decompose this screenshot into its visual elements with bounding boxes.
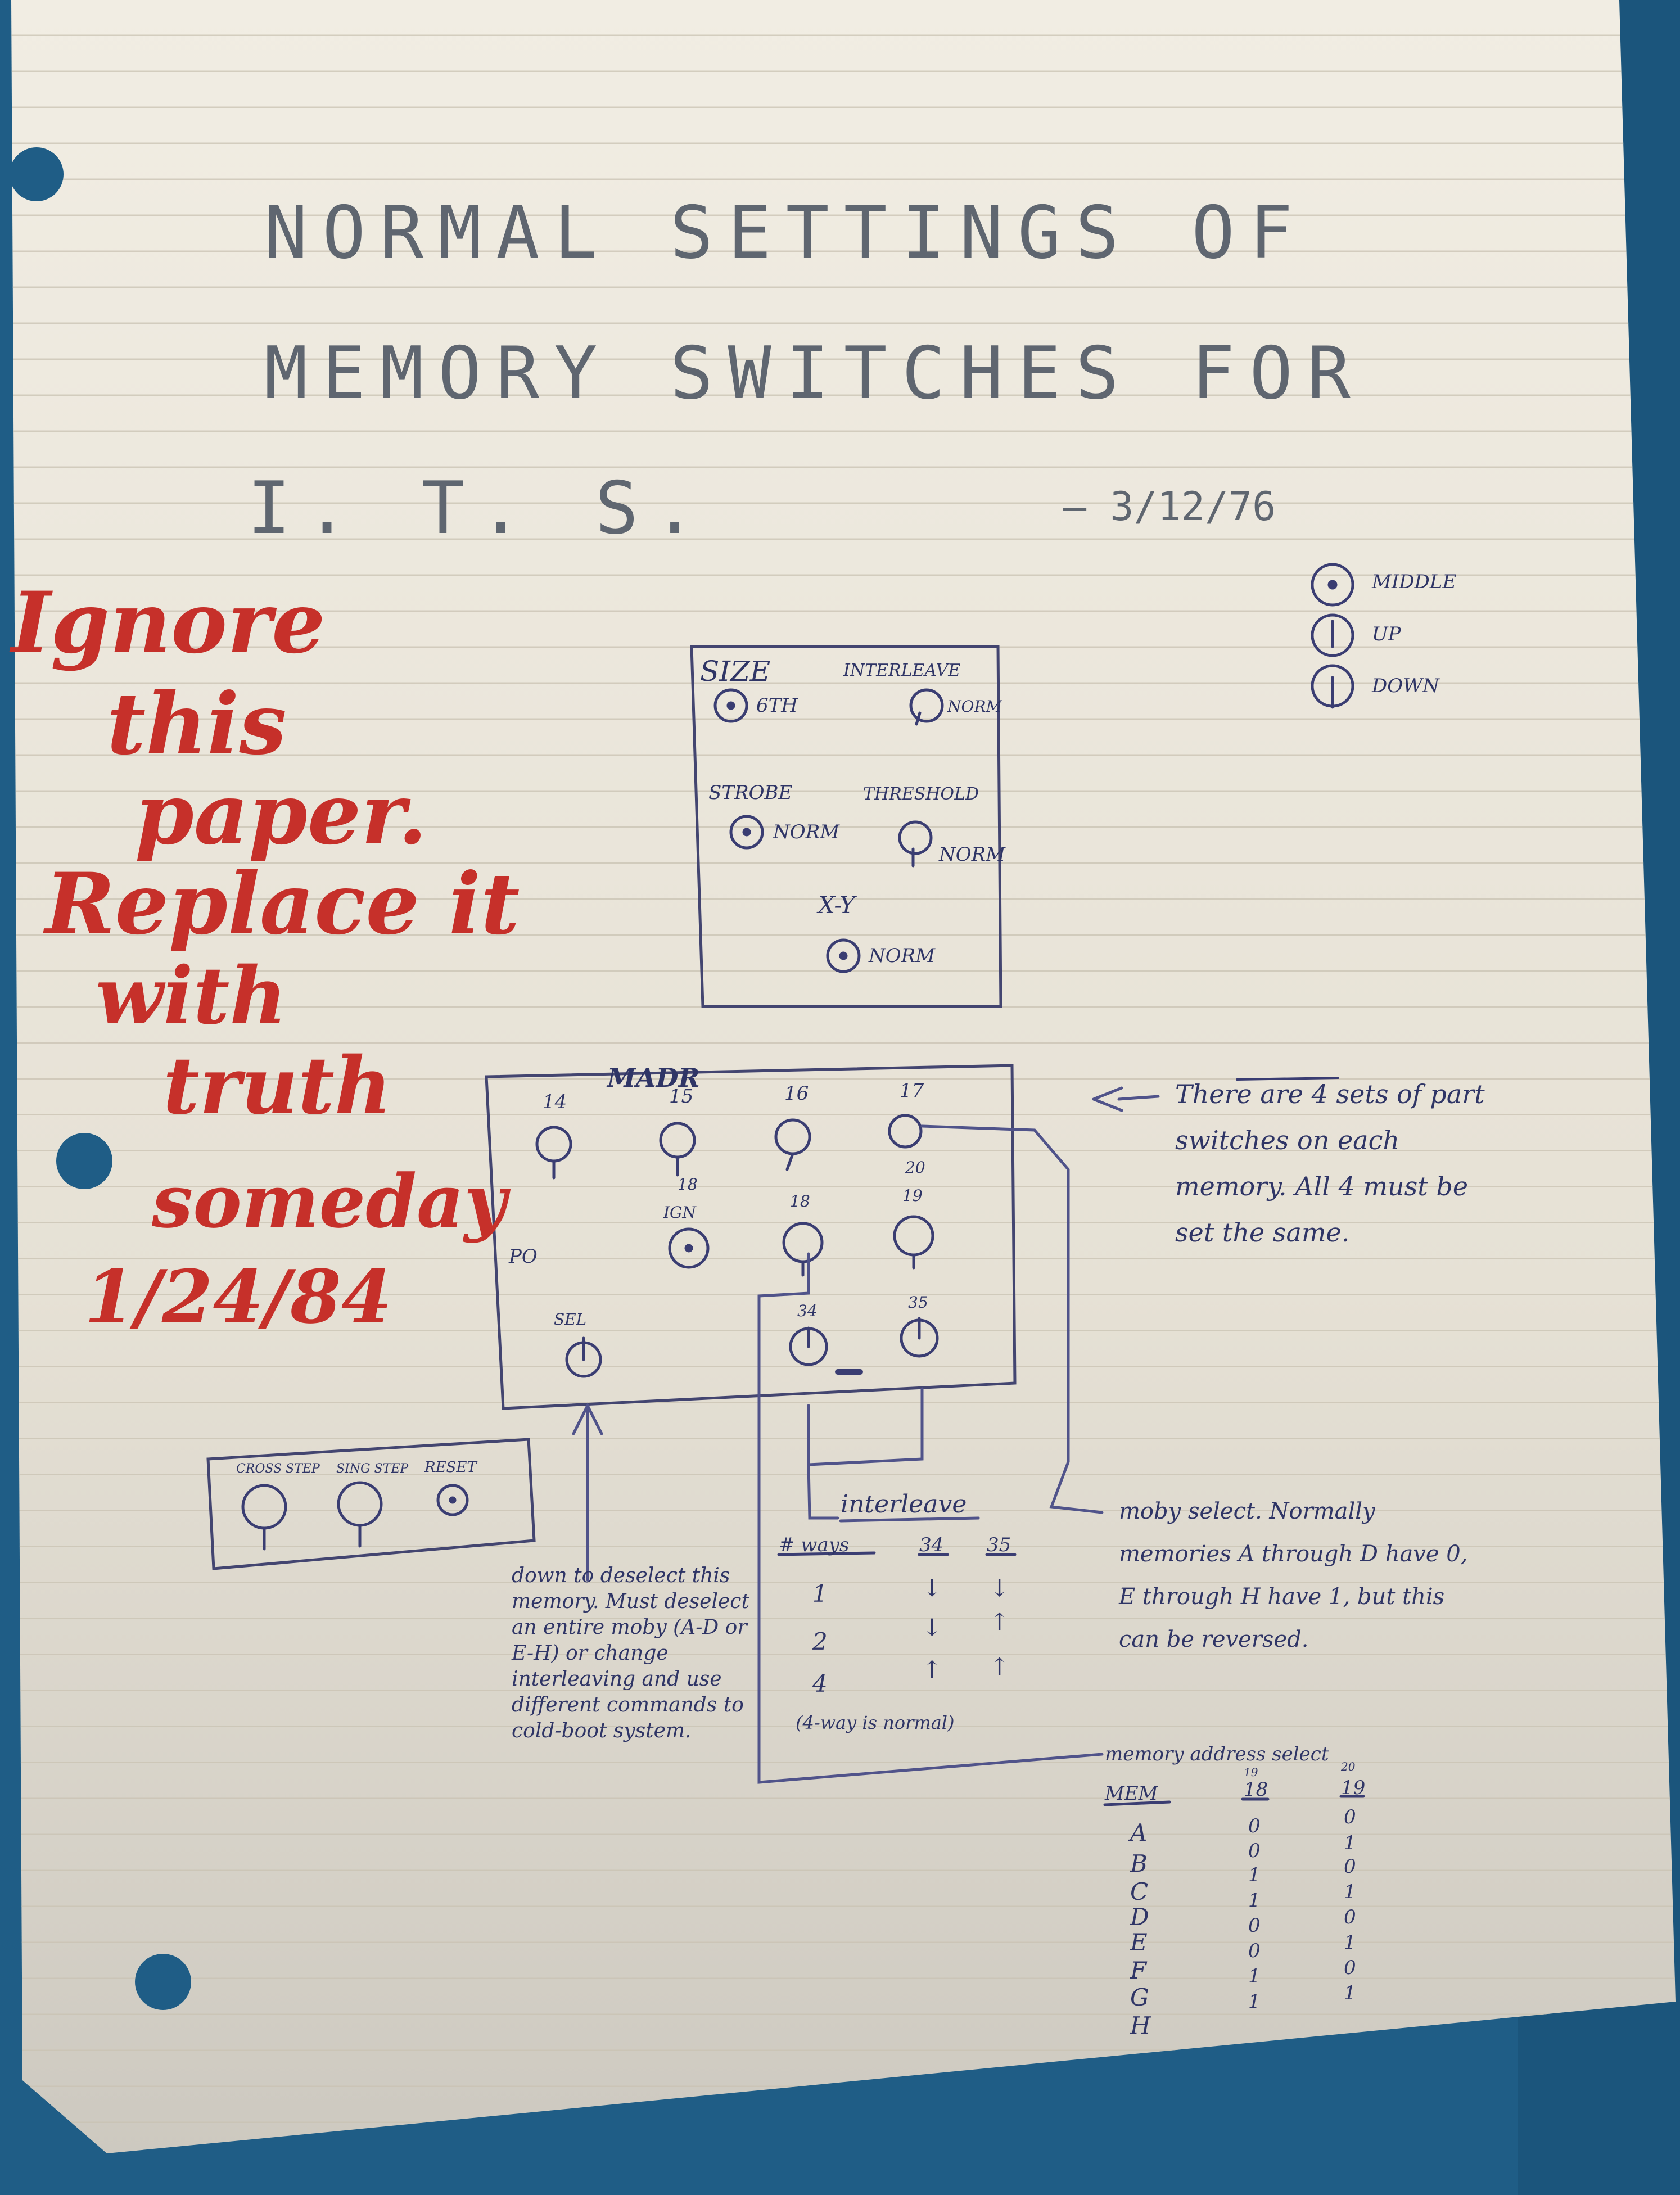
address-superscript-20: 20 — [1341, 1760, 1356, 1773]
interleave-header-35: 35 — [987, 1534, 1011, 1556]
reset-label: RESET — [424, 1459, 477, 1476]
address-row-g-mem: G — [1130, 1984, 1149, 2011]
address-row-g-19: 0 — [1344, 1957, 1356, 1979]
interleave-label: INTERLEAVE — [843, 661, 961, 680]
address-row-b-mem: B — [1130, 1850, 1148, 1877]
title-date: — 3/12/76 — [1063, 484, 1276, 530]
title-line-3: I. T. S. — [247, 467, 711, 550]
address-row-f-18: 0 — [1248, 1940, 1261, 1962]
binder-hole-middle — [56, 1133, 112, 1189]
moby-select-note: moby select. Normally memories A through… — [1119, 1498, 1468, 1652]
address-row-f-mem: F — [1130, 1957, 1147, 1984]
madr-title: MADR — [607, 1063, 700, 1093]
address-title: memory address select — [1105, 1743, 1329, 1765]
threshold-value: NORM — [939, 843, 1006, 866]
address-row-c-mem: C — [1130, 1878, 1149, 1905]
red-note-line-7: someday — [152, 1158, 507, 1244]
madr-sub-label-a: 18 — [678, 1175, 698, 1194]
address-row-h-18: 1 — [1248, 1990, 1261, 2013]
madr-switch-label-15: 15 — [669, 1085, 694, 1108]
address-row-a-mem: A — [1130, 1819, 1148, 1846]
address-row-b-18: 0 — [1248, 1840, 1261, 1862]
interleave-row-3-35: ↑ — [990, 1653, 1010, 1681]
po-label: PO — [509, 1245, 538, 1268]
address-row-h-mem: H — [1130, 2012, 1151, 2039]
address-row-e-mem: E — [1130, 1928, 1148, 1956]
address-row-c-19: 0 — [1344, 1855, 1356, 1878]
interleave-header-34: 34 — [919, 1534, 944, 1556]
size-value: 6TH — [756, 694, 798, 717]
red-note-date: 1/24/84 — [84, 1254, 392, 1340]
address-row-e-19: 0 — [1344, 1906, 1356, 1928]
address-row-d-mem: D — [1130, 1903, 1149, 1931]
address-header-mem: MEM — [1105, 1782, 1158, 1805]
address-header-19: 19 — [1341, 1777, 1366, 1799]
interleave-row-1-35: ↓ — [990, 1574, 1010, 1602]
madr-sub-label-b: 20 — [905, 1158, 925, 1177]
ign-label: IGN — [663, 1203, 696, 1222]
address-row-g-18: 1 — [1248, 1965, 1261, 1988]
threshold-label: THRESHOLD — [863, 784, 979, 804]
xy-label: X-Y — [818, 891, 855, 919]
madr-sub-label-d: 19 — [902, 1186, 923, 1205]
interleave-row-3-34: ↑ — [922, 1656, 942, 1683]
address-row-a-18: 0 — [1248, 1815, 1261, 1837]
address-row-a-19: 0 — [1344, 1806, 1356, 1828]
top-panel-outline — [690, 645, 1002, 1008]
address-header-18: 18 — [1244, 1778, 1268, 1801]
cross-step-label: CROSS STEP — [236, 1462, 320, 1476]
legend-down-label: DOWN — [1372, 675, 1439, 697]
xy-value: NORM — [869, 945, 936, 967]
madr-switch-label-16: 16 — [784, 1082, 809, 1105]
madr-switch-label-17: 17 — [900, 1080, 924, 1102]
interleave-title: interleave — [841, 1490, 967, 1519]
legend-up-label: UP — [1372, 623, 1401, 645]
interleave-header-ways: # ways — [779, 1534, 850, 1556]
interleave-row-1-ways: 1 — [812, 1580, 828, 1607]
red-note-line-2: this — [107, 675, 287, 774]
legend-middle-label: MIDDLE — [1372, 571, 1457, 593]
binder-hole-top — [10, 147, 64, 201]
paper-sheet — [11, 0, 1676, 2153]
interleave-row-3-ways: 4 — [812, 1670, 828, 1697]
madr-panel-outline — [485, 1064, 1017, 1410]
address-row-c-18: 1 — [1248, 1864, 1261, 1886]
address-row-b-19: 1 — [1344, 1832, 1356, 1854]
red-note-line-5: with — [96, 950, 287, 1042]
red-note-line-1: Ignore — [11, 573, 326, 672]
bottom-panel-outline — [206, 1438, 536, 1570]
strobe-label: STROBE — [708, 782, 793, 804]
interleave-row-2-35: ↑ — [990, 1608, 1010, 1636]
sel-label: SEL — [554, 1310, 587, 1329]
madr-sub-label-c: 18 — [790, 1192, 810, 1211]
part-switch-note: There are 4 sets of part switches on eac… — [1175, 1079, 1485, 1248]
sing-step-label: SING STEP — [336, 1462, 409, 1476]
address-row-d-19: 1 — [1344, 1881, 1356, 1903]
interleave-note: (4-way is normal) — [796, 1712, 955, 1733]
binder-hole-bottom — [135, 1954, 191, 2010]
red-note-line-6: truth — [163, 1040, 392, 1132]
legend-middle-symbol — [1311, 563, 1354, 607]
interleave-row-2-ways: 2 — [812, 1628, 828, 1655]
madr-switch-label-14: 14 — [543, 1091, 567, 1113]
address-superscript-19: 19 — [1244, 1765, 1258, 1779]
interleave-row-2-34: ↓ — [922, 1614, 942, 1641]
address-row-h-19: 1 — [1344, 1982, 1356, 2004]
interleave-row-1-34: ↓ — [922, 1574, 942, 1602]
switch-35-label: 35 — [908, 1293, 928, 1312]
address-row-f-19: 1 — [1344, 1931, 1356, 1954]
address-row-d-18: 1 — [1248, 1889, 1261, 1912]
legend-up-symbol — [1311, 613, 1354, 657]
switch-34-label: 34 — [797, 1302, 818, 1320]
title-line-1: NORMAL SETTINGS OF — [264, 191, 1308, 275]
red-note-line-3: paper. — [135, 765, 427, 864]
red-note-line-4: Replace it — [45, 855, 520, 954]
address-row-e-18: 0 — [1248, 1914, 1261, 1937]
deselect-note: down to deselect this memory. Must desel… — [512, 1564, 749, 1742]
size-label: SIZE — [700, 655, 771, 688]
strobe-value: NORM — [773, 821, 840, 843]
title-line-2: MEMORY SWITCHES FOR — [264, 332, 1366, 415]
interleave-value: NORM — [947, 697, 1002, 716]
